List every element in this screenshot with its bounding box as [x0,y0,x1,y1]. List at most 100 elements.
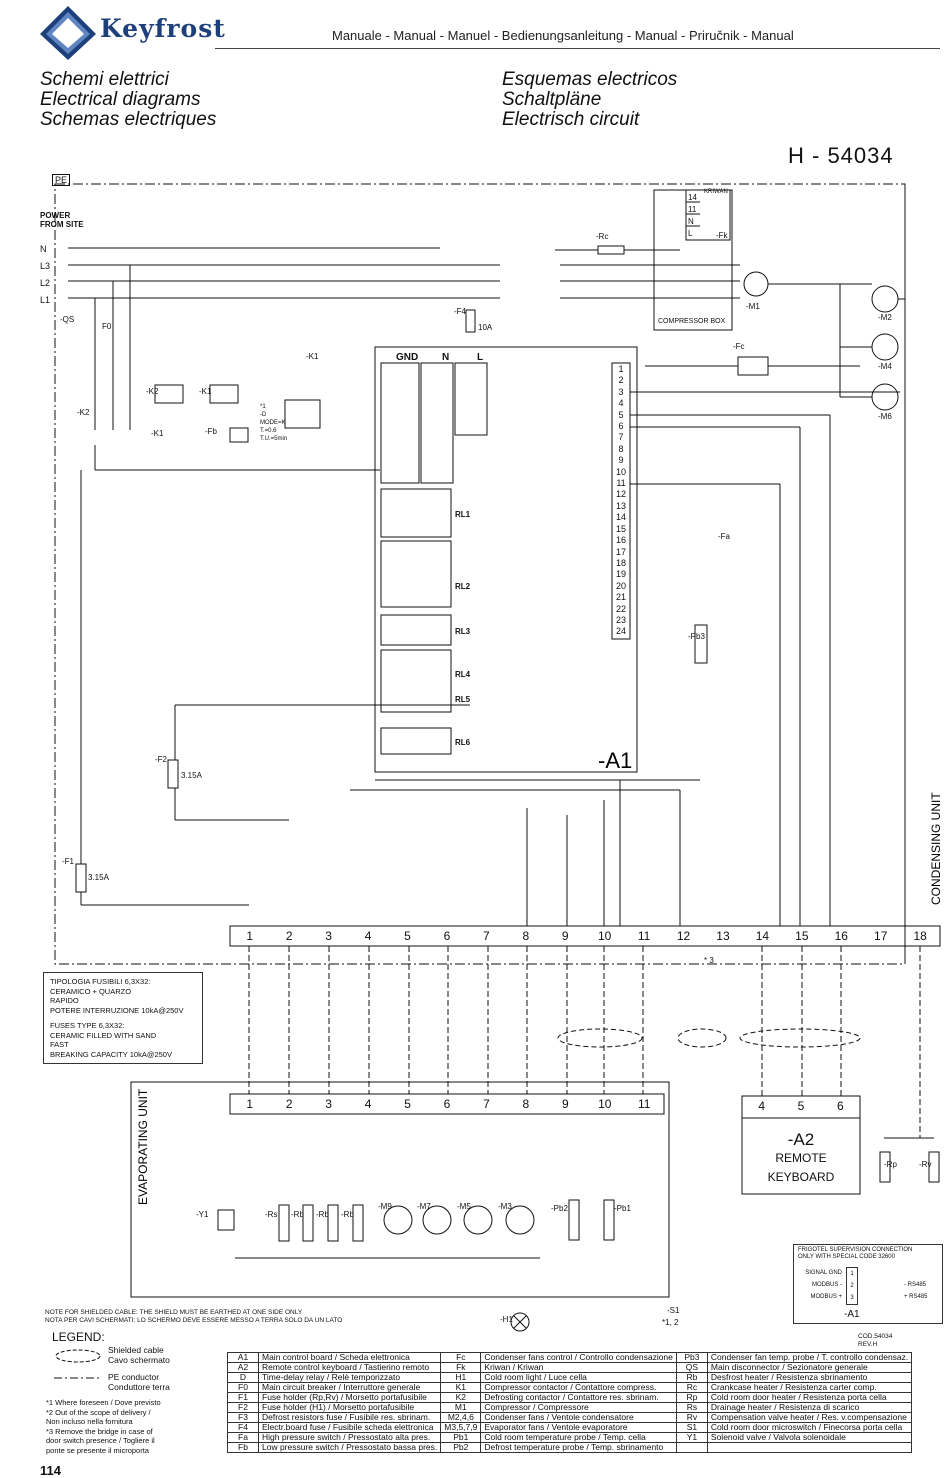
fuse-en-line: BREAKING CAPACITY 10kA@250V [50,1049,172,1059]
legend-shielded: Shielded cable Cavo schermato [108,1345,170,1365]
cu-terminal: 15 [795,929,809,943]
cu-terminal: 4 [364,929,372,943]
phase-l1: L1 [40,295,51,305]
a1-term: 21 [615,592,626,603]
fuse-it-line: POTERE INTERRUZIONE 10kA@250V [50,1005,184,1015]
kriwan-term: L [688,229,693,238]
cu-terminal: 6 [443,929,451,943]
kriwan-terminals: 14 11 N L [688,192,697,240]
a2-label: -A2 [787,1130,815,1149]
legend-code: K1 [440,1382,482,1393]
s1-label: -S1 [667,1306,680,1315]
compressor-box-label: COMPRESSOR BOX [658,318,726,325]
page-number: 114 [40,1463,61,1478]
a1-term: 2 [618,375,624,386]
legend-code: H1 [440,1372,482,1383]
frigotel-num: 1 [850,1271,854,1277]
k2-coil-label: -K2 [146,387,159,396]
legend-code: A1 [227,1352,259,1363]
eu-terminal: 5 [404,1097,411,1111]
rs485-minus: - RS485 [904,1282,927,1288]
d-label: -D [260,412,267,418]
document-number: H - 54034 [788,143,894,168]
frigotel-title: FRIGOTEL SUPERVISION CONNECTION [798,1247,913,1253]
legend-desc: Kriwan / Kriwan [480,1362,677,1373]
phase-n: N [40,244,47,254]
cu-terminal: 11 [637,929,651,943]
f4-rating: 10A [478,323,493,332]
fk-label: -Fk [716,231,728,240]
k2-label: -K2 [77,408,90,417]
k1-coil-label: -K1 [199,387,212,396]
legend-footnotes: *1 Where foreseen / Dove previsto *2 Out… [46,1398,161,1455]
rs-label: -Rs [265,1210,278,1219]
kriwan-term: 14 [688,193,697,202]
fuse-en-line: CERAMIC FILLED WITH SAND [50,1030,157,1040]
legend-desc: Fuse holder (H1) / Morsetto portafusibil… [257,1402,442,1413]
f2-rating: 3.15A [181,771,202,780]
a1-term: 9 [618,455,624,466]
star3-note: * 3 [704,956,714,965]
a2-terminal-row: 4 5 6 [742,1099,860,1113]
legend-symbols [54,1349,102,1379]
legend-desc: Electr.board fuse / Fusibile scheda elet… [257,1422,442,1433]
cu-terminal: 16 [834,929,848,943]
legend-desc: Cold room door microswitch / Finecorsa p… [706,1422,913,1433]
pb1-label: -Pb1 [614,1204,631,1213]
legend-desc: Evaporator fans / Ventole evaporatore [480,1422,677,1433]
timer-relay-d: *1 -D MODE=K T.=0.6 T.U.=5min [260,403,287,443]
footnote: *2 Out of the scope of delivery / [46,1407,151,1417]
a1-term: 6 [618,421,624,432]
cu-terminal: 17 [874,929,888,943]
frigotel-row: MODBUS + [810,1294,842,1300]
shield-note-it: NOTA PER CAVI SCHERMATI: LO SCHERMO DEVE… [45,1317,343,1324]
legend-code: Fc [440,1352,482,1363]
legend-desc [706,1442,913,1453]
legend-code: QS [675,1362,708,1373]
a1-term: 7 [618,432,624,443]
k1-contact-label: -K1 [151,429,164,438]
cu-terminal: 1 [246,929,254,943]
legend-desc: Cold room door heater / Resistenza porta… [706,1392,913,1403]
legend-code: K2 [440,1392,482,1403]
legend-shielded-it: Cavo schermato [108,1355,170,1365]
legend-code: Pb2 [440,1442,482,1453]
legend-code: D [227,1372,259,1383]
fuse-it-line: TIPOLOGIA FUSIBILI 6,3X32: [50,977,151,986]
keyfrost-diamond-icon [40,6,96,60]
a1-term: 23 [615,614,626,625]
rb-label-3: -Rb [341,1210,354,1219]
m9-label: -M9 [378,1202,392,1211]
a1-term: 18 [615,557,626,568]
f0-label: F0 [102,322,112,331]
relay-rl6: RL6 [455,738,471,747]
eu-terminal: 10 [598,1097,612,1111]
legend-desc: Condenser fans / Ventole condensatore [480,1412,677,1423]
a1-term: 20 [615,580,626,591]
a1-label: -A1 [598,748,632,773]
legend-code: F3 [227,1412,259,1423]
title-nl: Electrisch circuit [502,109,640,130]
a1-term: 12 [615,489,626,500]
phase-terminals: N L3 L2 L1 [40,241,50,309]
eu-terminal: 4 [364,1097,372,1111]
legend-desc: Crankcase heater / Resistenza carter com… [706,1382,913,1393]
eu-terminal-row: 1 2 3 4 5 6 7 8 9 10 11 [230,1097,664,1111]
rp-label: -Rp [884,1160,897,1169]
legend-code: M3,5,7,9 [440,1422,482,1433]
legend-desc: Time-delay relay / Relè temporizzato [257,1372,442,1383]
a2-terminal: 5 [797,1099,805,1113]
footnote: door switch presence / Togliere il [46,1436,155,1445]
cu-terminal: 10 [597,929,612,943]
fa-label: -Fa [718,532,730,541]
rb-label-2: -Rb [316,1210,329,1219]
frigotel-a1: -A1 [844,1309,860,1320]
legend-pe-it: Conduttore terra [108,1382,170,1392]
fuse-en-line: FUSES TYPE 6,3X32: [50,1021,125,1030]
evaporating-unit-label: EVAPORATING UNIT [136,1088,150,1205]
legend-desc: Solenoid valve / Valvola solenoidale [706,1432,913,1443]
titles-left: Schemi elettrici Electrical diagrams Sch… [40,70,216,130]
